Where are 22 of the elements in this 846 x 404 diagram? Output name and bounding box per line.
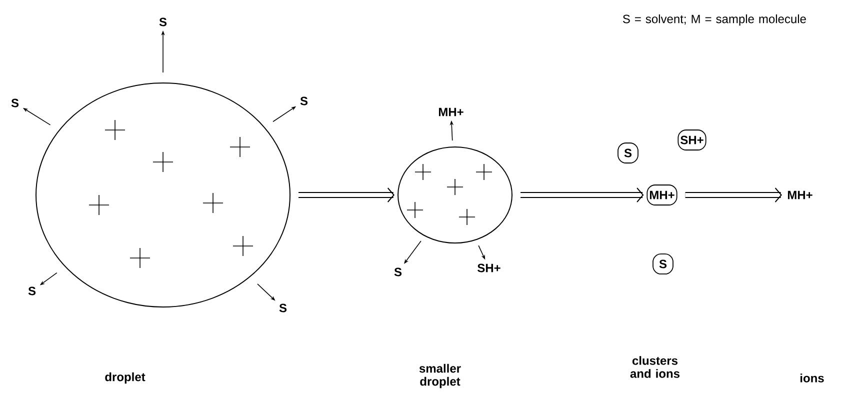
double-arrow <box>520 188 644 202</box>
caption: droplet <box>105 372 146 384</box>
droplet-drawing <box>398 146 512 244</box>
double-arrow <box>298 188 394 202</box>
solvent-label: S <box>279 304 287 312</box>
solvent-label: S <box>11 98 19 108</box>
ion-label: MH+ <box>438 108 464 116</box>
ion-label: MH+ <box>788 190 812 200</box>
solvent-label: S <box>300 96 308 106</box>
caption: ions <box>800 374 824 382</box>
ion-cluster: MH+ <box>646 184 678 206</box>
solvent-label: S <box>28 286 36 296</box>
caption: smaller droplet <box>419 364 461 388</box>
legend-note: S = solvent; M = sample molecule <box>622 14 806 26</box>
double-arrow <box>685 188 782 202</box>
ion-cluster: S <box>618 142 638 164</box>
ion-cluster: SH+ <box>678 130 706 150</box>
ion-label: SH+ <box>478 264 500 272</box>
solvent-label: S <box>159 18 167 26</box>
solvent-label: S <box>394 268 402 276</box>
ion-cluster: S <box>652 254 674 274</box>
caption: clusters and ions <box>630 356 680 378</box>
